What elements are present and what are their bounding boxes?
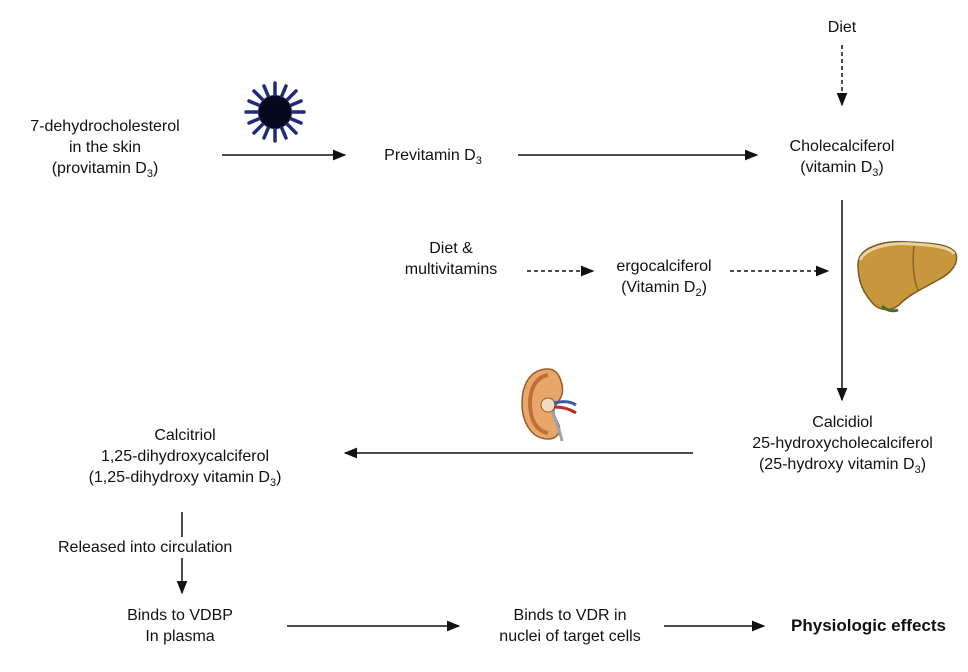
ergocalciferol-label: ergocalciferol (Vitamin D2) [594, 256, 734, 299]
vdr-label: Binds to VDR in nuclei of target cells [475, 605, 665, 647]
dehydro-line3: (provitamin D3) [51, 160, 159, 180]
vdbp-line2: In plasma [145, 628, 215, 645]
calcitriol-line1: Calcitriol [154, 427, 216, 444]
diet-multivitamins-label: Diet & multivitamins [386, 238, 516, 280]
dehydro-line2: in the skin [68, 139, 142, 156]
diet-multi-line2: multivitamins [404, 261, 498, 278]
kidney-icon [521, 368, 577, 442]
calcidiol-line3: (25-hydroxy vitamin D3) [758, 456, 927, 476]
vdbp-line1: Binds to VDBP [127, 607, 233, 624]
calcidiol-line1: Calcidiol [812, 414, 873, 431]
sun-icon [244, 81, 306, 143]
calcidiol-label: Calcidiol 25-hydroxycholecalciferol (25-… [730, 412, 955, 476]
liver-icon [857, 240, 958, 313]
physiologic-effects-label: Physiologic effects [791, 616, 946, 635]
dehydro-line1: 7-dehydrocholesterol [30, 118, 180, 135]
calcitriol-line2: 1,25-dihydroxycalciferol [100, 448, 270, 465]
calcidiol-line2: 25-hydroxycholecalciferol [752, 435, 933, 452]
released-into-circulation-label: Released into circulation [58, 537, 278, 558]
cholecalciferol-label: Cholecalciferol (vitamin D3) [762, 136, 922, 179]
vdbp-label: Binds to VDBP In plasma [100, 605, 260, 647]
diet-top-label: Diet [827, 19, 857, 36]
ergo-line2: (Vitamin D2) [621, 279, 707, 299]
dehydrocholesterol-label: 7-dehydrocholesterol in the skin (provit… [5, 116, 205, 180]
vdr-line2: nuclei of target cells [499, 628, 641, 645]
chole-line2: (vitamin D3) [800, 159, 884, 179]
diet-multi-line1: Diet & [429, 240, 473, 257]
previtamin-label: Previtamin D3 [384, 147, 482, 167]
vdr-line1: Binds to VDR in [513, 607, 627, 624]
ergo-line1: ergocalciferol [616, 258, 712, 275]
calcitriol-line3: (1,25-dihydroxy vitamin D3) [88, 469, 282, 489]
calcitriol-label: Calcitriol 1,25-dihydroxycalciferol (1,2… [55, 425, 315, 489]
chole-line1: Cholecalciferol [789, 138, 895, 155]
